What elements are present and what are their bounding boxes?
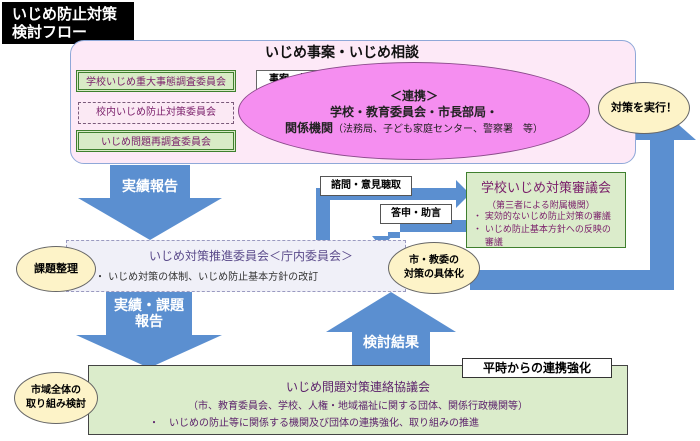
city-line-1: 市域全体の <box>31 385 81 396</box>
school-council-item-3: 審議 <box>473 238 503 248</box>
report-label: 実績報告 <box>122 179 178 195</box>
down-arrow-report2 <box>76 292 222 368</box>
school-council-subtitle: （第三者による附属機関） <box>487 201 595 211</box>
issue-circle: 課題整理 <box>16 246 96 292</box>
school-council-item-2: ・ いじめ防止基本方針への反映の <box>473 225 611 235</box>
city-line-2: 取り組み検討 <box>26 399 86 410</box>
reply-label: 答申・助言 <box>380 204 452 224</box>
school-council-box: 学校いじめ対策審議会 （第三者による附属機関） ・ 実効的ないじめ防止対策の審議… <box>466 172 626 248</box>
cooperation-line-2-bold: 関係機関 <box>285 121 334 135</box>
cooperation-ellipse <box>238 62 590 160</box>
cooperation-text: ＜連携＞ 学校・教育委員会・市長部局・ 関係機関（法務局、子ども家庭センター、警… <box>258 88 570 138</box>
title-line-1: いじめ防止対策 <box>12 5 118 23</box>
school-council-title: 学校いじめ対策審議会 <box>480 181 611 196</box>
cooperation-line-1: 学校・教育委員会・市長部局・ <box>329 105 498 119</box>
consult-label: 諮問・意見聴取 <box>320 176 412 196</box>
review-label: 検討結果 <box>363 335 419 351</box>
report2-line-1: 実績・課題 <box>114 298 184 314</box>
cooperation-badge: 平時からの連携強化 <box>462 358 612 378</box>
committee-serious-case: 学校いじめ重大事態調査委員会 <box>76 70 236 92</box>
cooperation-heading: ＜連携＞ <box>389 89 438 103</box>
school-council-item-1: ・ 実効的ないじめ防止対策の審議 <box>473 212 611 222</box>
reply-arrow <box>376 220 470 248</box>
liaison-council-title: いじめ問題対策連絡協議会 <box>285 380 430 394</box>
up-arrow-review <box>326 292 456 368</box>
title-line-2: 検討フロー <box>12 23 88 41</box>
incident-panel-title: いじめ事案・いじめ相談 <box>265 45 419 61</box>
diagram-title: いじめ防止対策 検討フロー <box>2 2 134 44</box>
committee-school-prevention: 校内いじめ防止対策委員会 <box>78 102 234 124</box>
cooperation-line-2-rest: （法務局、子ども家庭センター、警察署 等） <box>333 124 543 135</box>
report2-line-2: 報告 <box>135 314 163 330</box>
promotion-committee-box: いじめ対策推進委員会＜庁内委員会＞ ・ いじめ対策の体制、いじめ防止基本方針の改… <box>66 240 406 292</box>
promotion-committee-title: いじめ対策推進委員会＜庁内委員会＞ <box>148 249 353 263</box>
report2-label: 実績・課題 報告 <box>106 298 192 330</box>
concretize-line-1: 市・教委の <box>409 255 459 266</box>
concretize-line-2: 対策の具体化 <box>404 269 464 280</box>
promotion-committee-item: ・ いじめ対策の体制、いじめ防止基本方針の改訂 <box>95 272 319 283</box>
cooperation-line-2: 関係機関（法務局、子ども家庭センター、警察署 等） <box>258 120 570 138</box>
concretize-circle: 市・教委の 対策の具体化 <box>388 242 480 294</box>
execute-circle: 対策を実行！ <box>598 82 690 134</box>
liaison-council-item: ・ いじめの防止等に関係する機関及び団体の連携強化、取り組みの推進 <box>149 418 479 429</box>
committee-reinvestigation: いじめ問題再調査委員会 <box>76 130 236 152</box>
city-circle: 市域全体の 取り組み検討 <box>14 372 98 424</box>
liaison-council-subtitle: （市、教育委員会、学校、人権・地域福祉に関する団体、関係行政機関等） <box>188 401 528 412</box>
down-arrow-report <box>78 165 222 240</box>
